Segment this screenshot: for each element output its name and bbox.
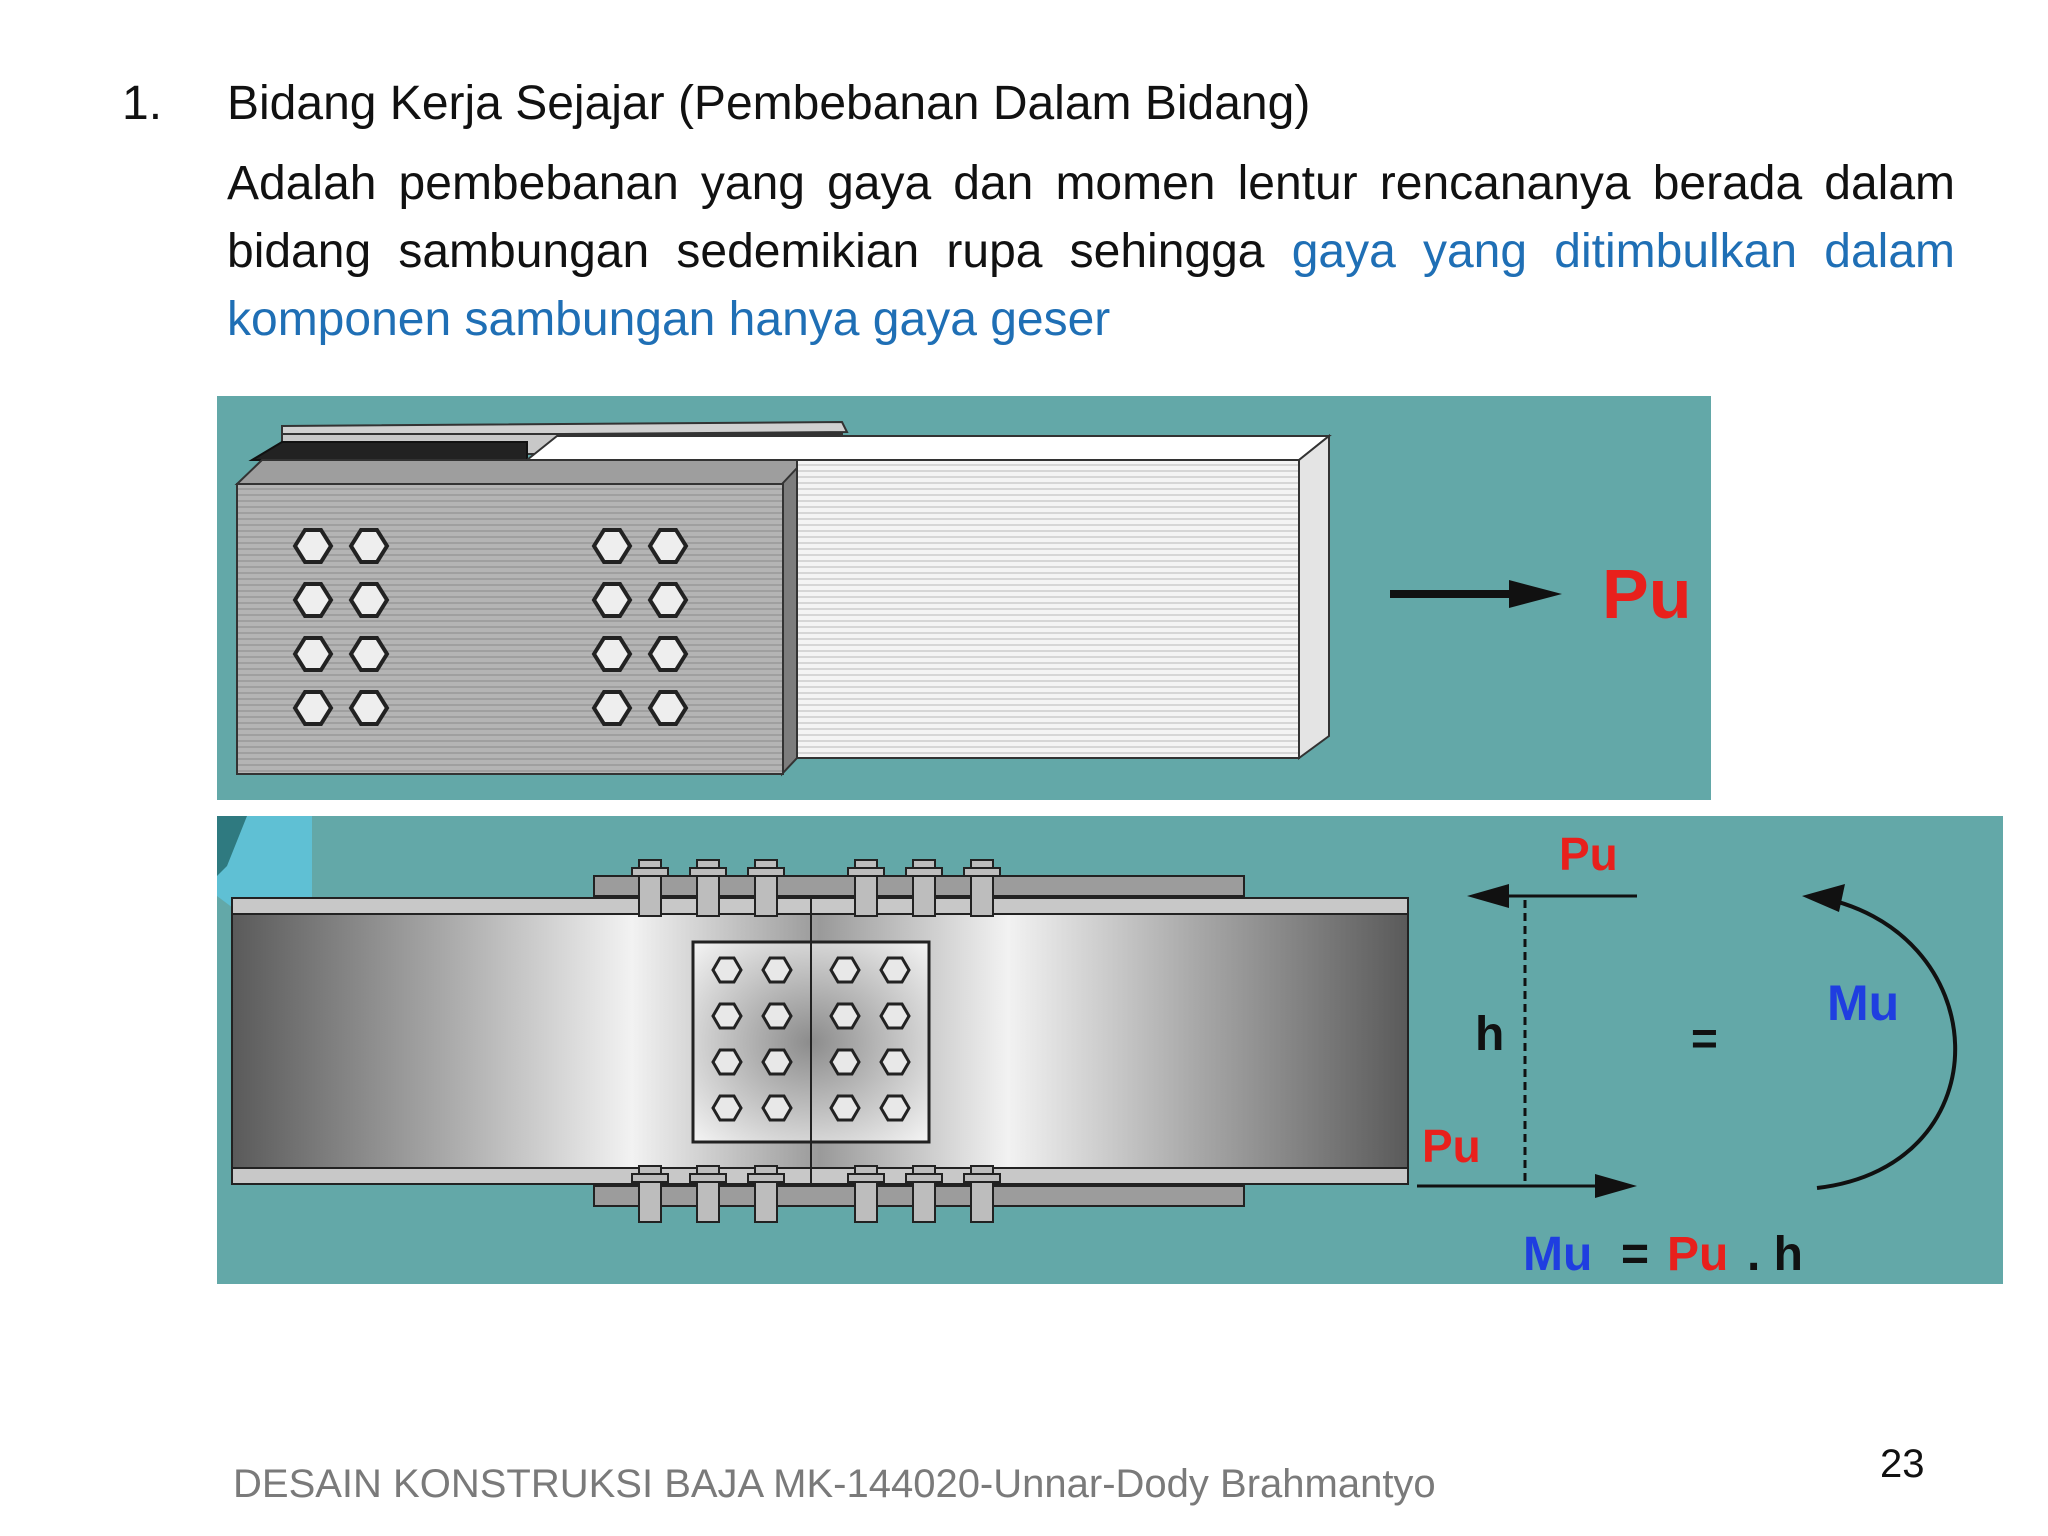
paragraph-highlight: gaya yang ditimbulkan dalam komponen sam… — [227, 225, 1956, 346]
force-top-label: Pu — [1559, 828, 1618, 880]
web-bolts — [711, 956, 911, 1122]
right-plate — [776, 459, 1300, 759]
footer-text: DESAIN KONSTRUKSI BAJA MK-144020-Unnar-D… — [233, 1462, 1436, 1506]
lap-joint-figure: Pu — [217, 396, 1711, 800]
moment-formula: Mu = Pu . h — [1523, 1228, 1803, 1281]
page-number: 23 — [1880, 1442, 1925, 1486]
beam-splice-figure: Pu h Pu = Mu Mu = Pu . h — [217, 816, 2003, 1284]
equals-sign: = — [1691, 1012, 1718, 1064]
formula-h: . h — [1747, 1228, 1803, 1281]
list-number: 1. — [122, 77, 163, 130]
bolt-group — [292, 528, 689, 726]
force-bottom-label: Pu — [1422, 1120, 1481, 1172]
lever-arm-label: h — [1475, 1008, 1504, 1061]
force-arrow — [1390, 580, 1562, 608]
formula-pu: Pu — [1667, 1228, 1728, 1281]
force-label: Pu — [1602, 555, 1691, 633]
paragraph-text: Adalah pembebanan yang gaya dan momen le… — [227, 157, 1955, 278]
left-plate — [236, 483, 784, 775]
moment-arrow-icon — [1802, 884, 1958, 1190]
formula-mu: Mu — [1523, 1228, 1592, 1281]
formula-equals: = — [1621, 1228, 1649, 1281]
force-couple — [1417, 884, 1637, 1198]
flange-bolts — [631, 859, 1001, 1223]
moment-label: Mu — [1827, 975, 1899, 1031]
section-heading: Bidang Kerja Sejajar (Pembebanan Dalam B… — [227, 77, 1311, 130]
description-paragraph: Adalah pembebanan yang gaya dan momen le… — [227, 150, 1955, 354]
